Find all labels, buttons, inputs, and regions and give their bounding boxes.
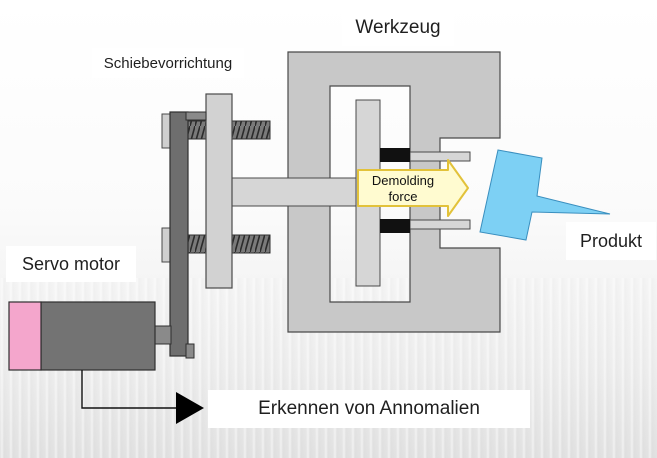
arrow-icon — [176, 392, 204, 424]
motor-shaft — [154, 325, 172, 345]
pusher-belt — [169, 111, 189, 357]
pusher-plate — [205, 93, 233, 289]
servo-motor-label: Servo motor — [6, 246, 136, 282]
pusher-label: Schiebevorrichtung — [92, 48, 244, 78]
ejector-pad-lower — [380, 219, 410, 233]
ejector-pin-upper — [409, 151, 471, 162]
force-label-line1: Demolding — [371, 173, 435, 188]
demolding-force-label: Demolding force — [360, 173, 446, 205]
force-label-line2: force — [388, 189, 418, 204]
tool-label: Werkzeug — [342, 10, 454, 46]
anomaly-detection-label: Erkennen von Annomalien — [208, 390, 530, 428]
motor-end-cap — [8, 301, 42, 371]
product-label: Produkt — [566, 222, 656, 260]
push-rod — [231, 177, 357, 207]
product-shape — [479, 149, 611, 241]
pusher-belt-top — [185, 111, 207, 121]
ejector-pad-upper — [380, 148, 410, 162]
ejector-pin-lower — [409, 219, 471, 230]
pusher-belt-bottom — [185, 343, 195, 359]
motor-body — [40, 301, 156, 371]
tool-mold-body — [287, 51, 501, 333]
demolding-force-arrow — [357, 159, 469, 217]
signal-line — [81, 370, 178, 409]
